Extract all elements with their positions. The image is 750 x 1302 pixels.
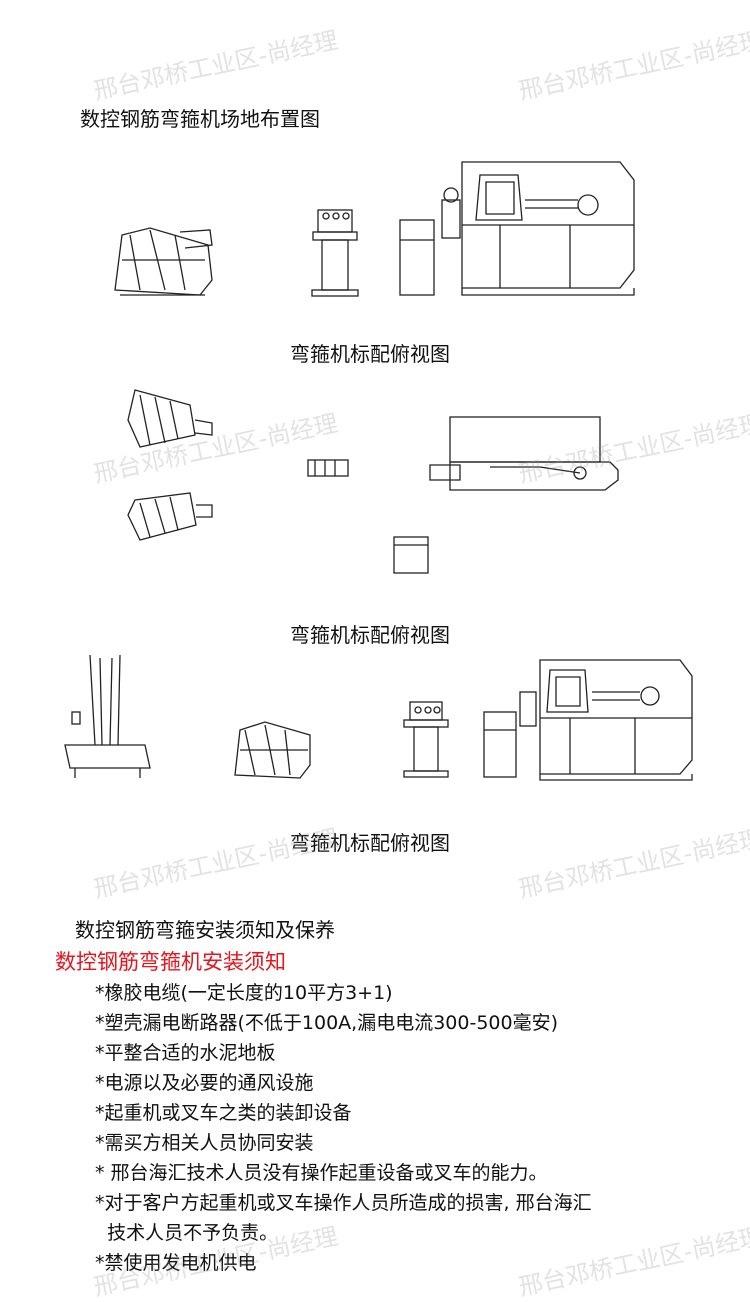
vertical-pay-off-rack xyxy=(64,654,151,778)
control-cabinet-drawing xyxy=(483,711,517,778)
straightener-drawing xyxy=(311,209,359,297)
pay-off-rack-drawing xyxy=(114,227,213,296)
watermark: 邢台邓桥工业区-尚经理 xyxy=(516,1222,750,1302)
pay-off-rack-top-2 xyxy=(127,492,213,541)
straightener-top xyxy=(307,459,349,477)
pay-off-rack-top-1 xyxy=(127,389,213,448)
machine-layout-drawing-full xyxy=(64,654,693,781)
layout-title: 数控钢筋弯箍机场地布置图 xyxy=(80,107,320,131)
notice-item: *平整合适的水泥地板 xyxy=(95,1042,276,1064)
notice-title: 数控钢筋弯箍机安装须知 xyxy=(55,950,286,974)
caption-top-view-3: 弯箍机标配俯视图 xyxy=(290,831,450,855)
caption-top-view-2: 弯箍机标配俯视图 xyxy=(290,623,450,647)
straightener-drawing xyxy=(403,701,449,778)
machine-top-view-drawing xyxy=(127,389,619,574)
watermark: 邢台邓桥工业区-尚经理 xyxy=(516,26,750,106)
control-cabinet-drawing xyxy=(399,219,435,296)
notice-item: 技术人员不予负责。 xyxy=(95,1222,279,1244)
bending-machine-top xyxy=(429,416,619,491)
notice-item: * 邢台海汇技术人员没有操作起重设备或叉车的能力。 xyxy=(95,1162,548,1184)
control-cabinet-top xyxy=(393,536,429,574)
watermark: 邢台邓桥工业区-尚经理 xyxy=(91,26,341,106)
machine-layout-drawing-side xyxy=(114,161,635,297)
notice-item: *对于客户方起重机或叉车操作人员所造成的损害, 邢台海汇 xyxy=(95,1192,592,1214)
pay-off-rack-drawing xyxy=(234,721,311,779)
bending-machine-drawing xyxy=(519,659,693,781)
notice-item: *禁使用发电机供电 xyxy=(95,1252,257,1274)
bending-machine-drawing xyxy=(441,161,635,296)
notice-item: *电源以及必要的通风设施 xyxy=(95,1072,314,1094)
section-title: 数控钢筋弯箍安装须知及保养 xyxy=(75,918,335,942)
notice-item: *需买方相关人员协同安装 xyxy=(95,1132,314,1154)
notice-item: *起重机或叉车之类的装卸设备 xyxy=(95,1102,352,1124)
notice-item: *橡胶电缆(一定长度的10平方3+1) xyxy=(95,982,393,1004)
notice-item: *塑壳漏电断路器(不低于100A,漏电电流300-500毫安) xyxy=(95,1012,559,1034)
caption-top-view-1: 弯箍机标配俯视图 xyxy=(290,342,450,366)
